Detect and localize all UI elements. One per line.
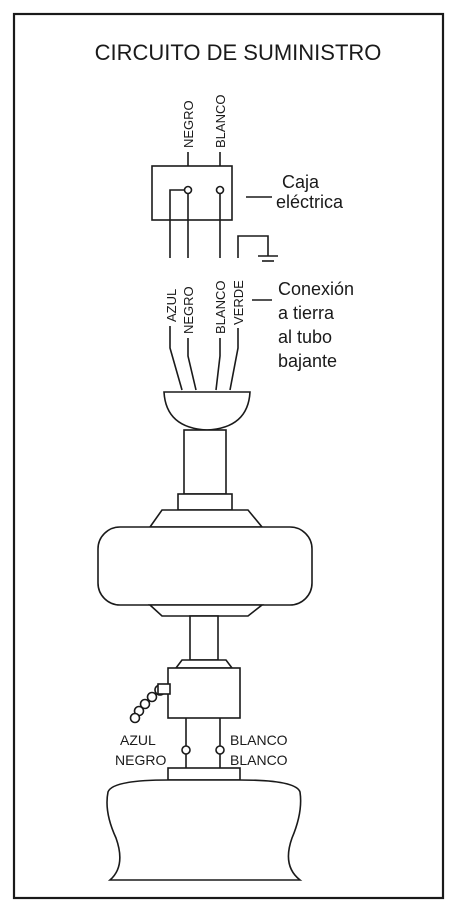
motor-housing-bottom xyxy=(147,604,265,617)
junction-box-label-line2: eléctrica xyxy=(276,192,344,212)
ground-label-line3: al tubo xyxy=(278,327,332,347)
pull-chain-ball-2 xyxy=(146,691,158,703)
lightkit-connector-left xyxy=(181,745,191,755)
lightkit-label-blanco-1: BLANCO xyxy=(230,732,288,748)
downrod xyxy=(183,429,227,495)
ground-label-line1: Conexión xyxy=(278,279,354,299)
fan-wire-azul-label: AZUL xyxy=(164,289,179,322)
junction-wire-azul xyxy=(169,189,185,258)
pull-chain-ball-3 xyxy=(139,698,151,710)
motor-coupling xyxy=(177,493,233,511)
lightkit-connector-right xyxy=(215,745,225,755)
fan-wire-blanco xyxy=(215,338,221,391)
fan-wire-blanco-label: BLANCO xyxy=(213,281,228,334)
motor-housing xyxy=(97,526,313,606)
light-kit-shade xyxy=(106,779,303,881)
ground-label-line4: bajante xyxy=(278,351,337,371)
pull-chain-ball-5 xyxy=(129,712,141,724)
fan-wire-verde xyxy=(229,328,239,391)
fan-wire-verde-label: VERDE xyxy=(231,280,246,325)
lightkit-label-azul: AZUL xyxy=(120,732,156,748)
switch-housing-collar xyxy=(174,659,234,669)
fan-wire-negro-label: NEGRO xyxy=(181,286,196,334)
diagram-title: CIRCUITO DE SUMINISTRO xyxy=(95,40,382,65)
light-kit-cap xyxy=(167,767,241,781)
junction-connector-black xyxy=(183,185,193,195)
frame-border xyxy=(12,12,445,900)
lightkit-label-blanco-2: BLANCO xyxy=(230,752,288,768)
fan-wire-negro xyxy=(187,338,197,391)
fan-wire-azul xyxy=(169,326,183,391)
pull-chain-base[interactable] xyxy=(157,683,171,695)
motor-housing-top xyxy=(148,509,264,528)
junction-box-label-line1: Caja xyxy=(282,172,320,192)
junction-connector-white xyxy=(215,185,225,195)
supply-wire-negro-label: NEGRO xyxy=(181,100,196,148)
supply-wire-blanco-label: BLANCO xyxy=(213,95,228,148)
ground-label-line2: a tierra xyxy=(278,303,335,323)
switch-housing-rod xyxy=(189,615,219,661)
switch-housing[interactable] xyxy=(167,667,241,719)
ground-wire xyxy=(237,235,269,258)
lightkit-label-negro: NEGRO xyxy=(115,752,166,768)
